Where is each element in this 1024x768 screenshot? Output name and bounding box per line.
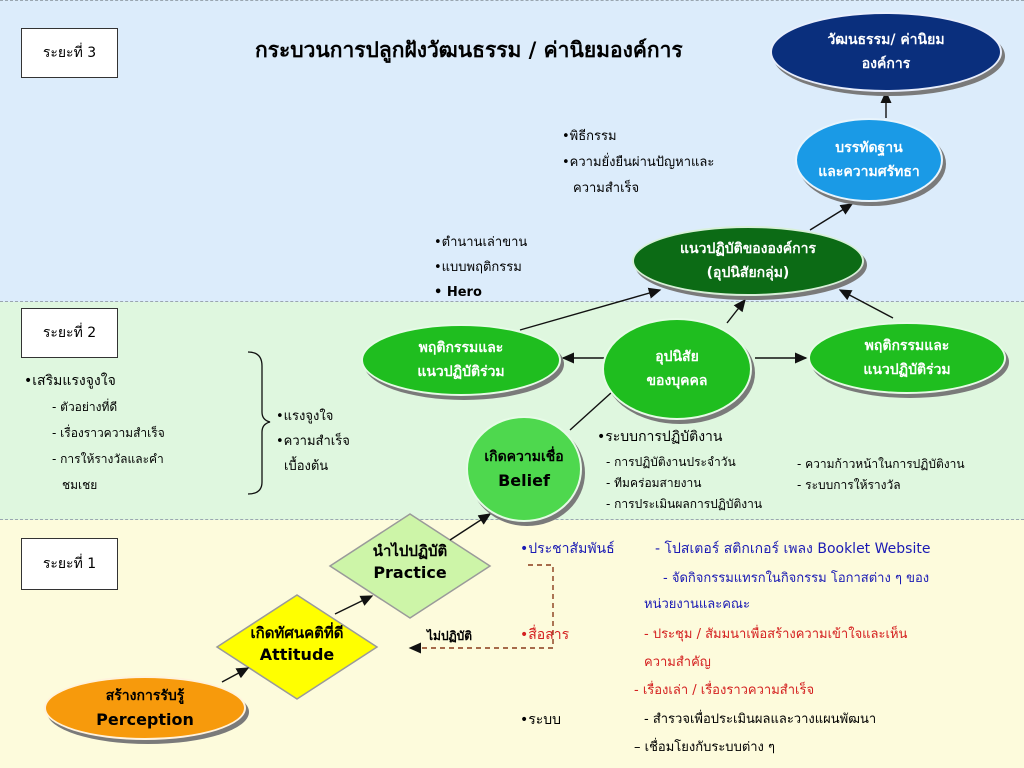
note-motivation-1: •เสริมแรงจูงใจ: [24, 373, 116, 389]
node-belief: เกิดความเชื่อ Belief: [466, 416, 582, 522]
arrow-behavior-right-org: [838, 289, 894, 319]
node-behavior-left-line2: แนวปฏิบัติร่วม: [417, 364, 505, 380]
node-culture-line1: วัฒนธรรม/ ค่านิยม: [827, 32, 945, 48]
comm-line1: - ประชุม / สัมมนาเพื่อสร้างความเข้าใจและ…: [644, 627, 908, 642]
note-motivation-3: - เรื่องราวความสำเร็จ: [52, 426, 165, 440]
attitude-diamond: [215, 594, 379, 700]
arrow-attitude-practice: [334, 595, 374, 615]
pr-label: •ประชาสัมพันธ์: [520, 541, 615, 557]
note-motivation-2: - ตัวอย่างที่ดี: [52, 400, 118, 414]
note-rituals: •พิธีกรรม •ความยั่งยืนผ่านปัญหาและ ความส…: [562, 124, 714, 202]
stage1-label: ระยะที่ 1: [21, 538, 118, 590]
arrow-behavior-left-org: [519, 287, 662, 331]
node-practice-line2: Practice: [373, 563, 447, 582]
pr-line3: หน่วยงานและคณะ: [644, 597, 750, 612]
page-title: กระบวนการปลูกฝังวัฒนธรรม / ค่านิยมองค์กา…: [255, 38, 683, 62]
node-behavior-right-line1: พฤติกรรมและ: [864, 338, 950, 354]
node-behavior-left: พฤติกรรมและ แนวปฏิบัติร่วม: [361, 324, 561, 396]
note-system-left-1: - การปฏิบัติงานประจำวัน: [606, 455, 736, 469]
sys-line1: - สำรวจเพื่อประเมินผลและวางแผนพัฒนา: [644, 712, 877, 727]
comm-line3: - เรื่องเล่า / เรื่องราวความสำเร็จ: [634, 683, 815, 698]
note-legends: •ตำนานเล่าขาน •แบบพฤติกรรม • Hero: [434, 230, 527, 305]
note-system-title: •ระบบการปฏิบัติงาน: [597, 429, 723, 445]
note-rituals-2: •ความยั่งยืนผ่านปัญหาและ: [562, 155, 715, 170]
note-legends-2: •แบบพฤติกรรม: [434, 260, 522, 275]
note-legends-1: •ตำนานเล่าขาน: [434, 235, 528, 250]
node-attitude-line1: เกิดทัศนคติที่ดี: [250, 624, 344, 642]
node-org-practice-line2: (อุปนิสัยกลุ่ม): [706, 265, 790, 281]
sys-line2: – เชื่อมโยงกับระบบต่าง ๆ: [634, 740, 776, 755]
node-behavior-left-line1: พฤติกรรมและ: [418, 340, 504, 356]
note-encourage-1: •แรงจูงใจ: [276, 409, 334, 424]
pr-line2: - จัดกิจกรรมแทรกในกิจกรรม โอกาสต่าง ๆ ขอ…: [663, 571, 930, 586]
node-norms-line2: และความศรัทธา: [818, 164, 920, 180]
stage2-label: ระยะที่ 2: [21, 308, 118, 358]
node-belief-line1: เกิดความเชื่อ: [484, 449, 564, 465]
note-system-right: - ความก้าวหน้าในการปฏิบัติงาน - ระบบการใ…: [797, 454, 965, 496]
node-culture: วัฒนธรรม/ ค่านิยม องค์การ: [770, 12, 1002, 92]
node-behavior-right-line2: แนวปฏิบัติร่วม: [863, 362, 951, 378]
node-org-practice-line1: แนวปฏิบัติขององค์การ: [679, 241, 816, 257]
node-practice: นำไปปฏิบัติ Practice: [350, 540, 470, 584]
stage3-label: ระยะที่ 3: [21, 28, 118, 78]
node-perception: สร้างการรับรู้ Perception: [44, 676, 246, 740]
node-culture-line2: องค์การ: [861, 56, 911, 72]
arrow-org-norms: [809, 203, 854, 231]
arrow-not-practice: [408, 564, 554, 654]
note-rituals-3: ความสำเร็จ: [573, 181, 640, 196]
node-habit-line1: อุปนิสัย: [655, 349, 699, 365]
node-habit: อุปนิสัย ของบุคคล: [602, 318, 752, 420]
note-motivation: •เสริมแรงจูงใจ - ตัวอย่างที่ดี - เรื่องร…: [24, 368, 165, 498]
arrow-practice-belief: [449, 513, 492, 541]
note-rituals-1: •พิธีกรรม: [562, 129, 617, 144]
node-behavior-right: พฤติกรรมและ แนวปฏิบัติร่วม: [808, 322, 1006, 394]
note-system-right-1: - ความก้าวหน้าในการปฏิบัติงาน: [797, 457, 965, 471]
note-motivation-5: ชมเชย: [62, 478, 98, 492]
pr-line1: - โปสเตอร์ สติกเกอร์ เพลง Booklet Websit…: [655, 541, 931, 557]
note-system-left: - การปฏิบัติงานประจำวัน - ทีมคร่อมสายงาน…: [606, 452, 762, 515]
arrow-habit-org: [726, 298, 746, 324]
node-norms: บรรทัดฐาน และความศรัทธา: [795, 118, 943, 202]
node-attitude-line2: Attitude: [259, 645, 335, 664]
note-encourage-3: เบื้องต้น: [284, 459, 329, 474]
arrow-perception-attitude: [221, 667, 250, 683]
note-encourage-2: •ความสำเร็จ: [276, 434, 350, 449]
node-attitude: เกิดทัศนคติที่ดี Attitude: [232, 622, 362, 666]
node-perception-line1: สร้างการรับรู้: [105, 688, 185, 704]
node-belief-line2: Belief: [498, 471, 550, 490]
node-practice-line1: นำไปปฏิบัติ: [372, 542, 448, 560]
note-motivation-4: - การให้รางวัลและคำ: [52, 452, 164, 466]
note-encourage: •แรงจูงใจ •ความสำเร็จ เบื้องต้น: [276, 404, 350, 479]
note-system-left-2: - ทีมคร่อมสายงาน: [606, 476, 702, 490]
node-perception-line2: Perception: [96, 710, 194, 729]
bracket: [247, 351, 271, 495]
note-system-right-2: - ระบบการให้รางวัล: [797, 478, 901, 492]
comm-label: •สื่อสาร: [520, 627, 570, 643]
label-not-practice: ไม่ปฏิบัติ: [427, 629, 473, 643]
note-legends-3: • Hero: [434, 285, 482, 300]
comm-line2: ความสำคัญ: [644, 655, 711, 670]
sys-label: •ระบบ: [520, 712, 562, 728]
node-habit-line2: ของบุคคล: [646, 373, 708, 389]
node-norms-line1: บรรทัดฐาน: [835, 140, 903, 156]
note-system-left-3: - การประเมินผลการปฏิบัติงาน: [606, 497, 763, 511]
node-org-practice: แนวปฏิบัติขององค์การ (อุปนิสัยกลุ่ม): [632, 226, 864, 296]
